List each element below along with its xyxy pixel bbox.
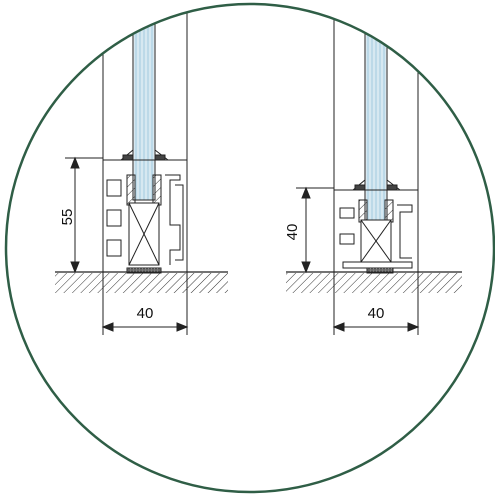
right-width-arrow — [407, 322, 420, 332]
right-dim-arrow — [301, 186, 311, 199]
right-width-dimension — [332, 272, 420, 335]
right-glass-pane — [364, 4, 388, 211]
left-dim-arrow — [70, 261, 80, 274]
left-chamber — [106, 209, 122, 227]
right-setting-block — [358, 199, 368, 223]
right-glass-inside — [364, 189, 388, 221]
right-width-arrow — [332, 322, 345, 332]
left-core-cross — [128, 202, 160, 266]
left-dim-arrow — [70, 156, 80, 169]
right-core-cross — [360, 219, 392, 263]
left-profile-channel — [165, 174, 181, 265]
right-chamber — [339, 207, 355, 219]
right-dim-arrow — [301, 261, 311, 274]
left-profile — [102, 4, 188, 274]
right-ground — [286, 271, 462, 293]
clipped-drawing: 55 40 — [55, 4, 462, 335]
right-base-plate — [342, 261, 413, 269]
detail-circle — [4, 2, 495, 494]
left-width-arrow — [176, 322, 189, 332]
right-width-label: 40 — [368, 305, 385, 322]
right-profile-channel — [397, 204, 413, 259]
left-width-dimension — [101, 272, 189, 335]
left-width-label: 40 — [137, 305, 154, 322]
left-width-arrow — [101, 322, 114, 332]
left-height-dimension — [65, 156, 103, 274]
right-ground-hatch — [286, 273, 462, 293]
right-setting-block — [384, 199, 394, 223]
left-ground-hatch — [55, 273, 228, 293]
left-setting-block — [152, 174, 162, 206]
left-ground — [55, 271, 228, 293]
right-height-dimension — [296, 186, 334, 274]
right-height-label: 40 — [284, 224, 301, 241]
left-glass-inside — [132, 159, 156, 201]
left-chamber — [106, 239, 122, 257]
left-profile-channel — [175, 184, 184, 261]
right-profile — [333, 4, 419, 274]
left-height-label: 55 — [59, 209, 76, 226]
left-setting-block — [126, 174, 136, 206]
right-chamber — [339, 233, 355, 245]
left-chamber — [106, 179, 122, 197]
